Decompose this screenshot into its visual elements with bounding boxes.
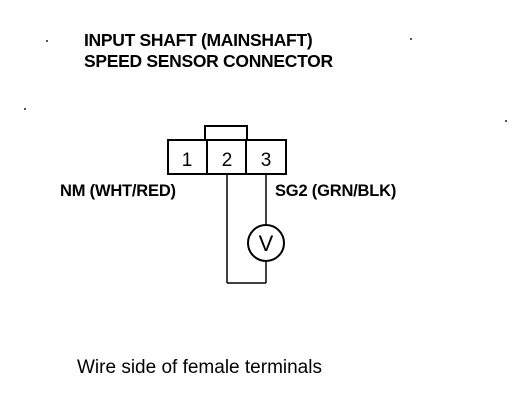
- connector-body: [167, 139, 287, 175]
- pin-1-label: 1: [182, 150, 193, 171]
- scan-speck: [46, 40, 48, 42]
- scan-speck: [24, 108, 26, 110]
- footer-caption: Wire side of female terminals: [77, 357, 322, 378]
- diagram-title: INPUT SHAFT (MAINSHAFT) SPEED SENSOR CON…: [84, 30, 333, 72]
- pin-3-label: 3: [261, 150, 272, 171]
- scan-speck: [410, 38, 412, 40]
- label-nm-wire: NM (WHT/RED): [60, 182, 176, 200]
- label-sg2-wire: SG2 (GRN/BLK): [275, 182, 397, 200]
- voltmeter-symbol: V: [259, 231, 274, 256]
- pin-2-label: 2: [222, 150, 233, 171]
- title-line-2: SPEED SENSOR CONNECTOR: [84, 51, 333, 71]
- scan-speck: [505, 120, 507, 122]
- connector-lock-tab: [204, 125, 248, 141]
- title-line-1: INPUT SHAFT (MAINSHAFT): [84, 30, 313, 50]
- voltmeter-icon: [247, 224, 285, 262]
